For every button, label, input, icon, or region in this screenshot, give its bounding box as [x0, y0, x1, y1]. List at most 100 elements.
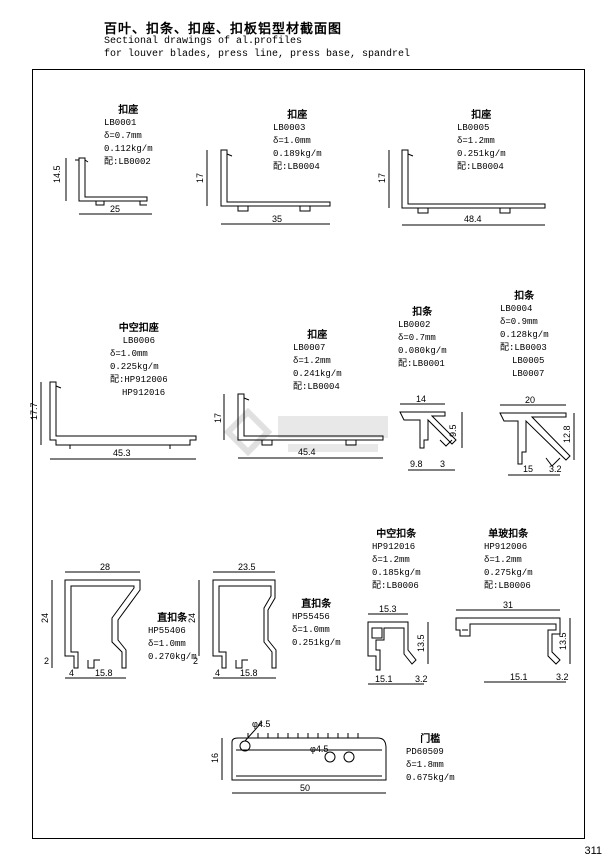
profile-weight: 0.080kg/m — [398, 346, 447, 356]
drawing-hp55456: 23.5 24 2 4 15.8 — [187, 562, 277, 679]
profile-thickness: δ=0.7mm — [104, 131, 142, 141]
profile-weight: 0.241kg/m — [293, 369, 342, 379]
profile-thickness: δ=1.0mm — [273, 136, 311, 146]
title-chinese: 百叶、扣条、扣座、扣板铝型材截面图 — [104, 22, 343, 37]
profile-thickness: δ=1.2mm — [372, 555, 410, 565]
profile-name: 直扣条 — [301, 599, 332, 610]
profile-match: 配:LB0006 — [372, 581, 419, 591]
label-lb0004: 扣条 LB0004 δ=0.9mm 0.128kg/m 配:LB0003 LB0… — [500, 290, 549, 381]
drawing-lb0007: 17 45.4 — [213, 393, 384, 459]
drawing-lb0001: 14.5 25 — [52, 157, 152, 215]
dim-lb0007-height: 17 — [213, 413, 223, 423]
dim-lb0002-b: 3 — [440, 459, 445, 469]
profile-code: HP55456 — [292, 612, 330, 622]
dim-hp55456-width: 23.5 — [238, 562, 256, 572]
dim-lb0001-width: 25 — [110, 204, 120, 214]
profile-name: 扣座 — [307, 330, 328, 341]
dim-pd60509-hole-2: φ4.5 — [310, 744, 328, 754]
profile-weight: 0.275kg/m — [484, 568, 533, 578]
dim-hp55406-height: 24 — [40, 613, 50, 623]
profile-name: 中空扣条 — [376, 529, 417, 540]
profile-code: LB0003 — [273, 123, 306, 133]
dim-lb0003-width: 35 — [272, 214, 282, 224]
profile-thickness: δ=0.9mm — [500, 317, 538, 327]
profile-match-2: HP912016 — [122, 388, 166, 398]
dim-lb0007-width: 45.4 — [298, 447, 316, 457]
profile-thickness: δ=1.0mm — [110, 349, 148, 359]
profile-name: 扣座 — [287, 110, 308, 121]
profile-match: 配:LB0003 — [500, 343, 547, 353]
label-lb0006: 中空扣座 LB0006 δ=1.0mm 0.225kg/m 配:HP912006… — [110, 322, 168, 400]
drawing-lb0005: 17 48.4 — [377, 149, 546, 226]
dim-hp55406-lip: 2 — [44, 656, 49, 666]
label-hp912006: 单玻扣条 HP912006 δ=1.2mm 0.275kg/m 配:LB0006 — [484, 528, 533, 593]
dim-lb0004-a: 15 — [523, 464, 533, 474]
watermark-logo — [223, 407, 388, 457]
profile-name: 扣座 — [471, 110, 492, 121]
profile-weight: 0.270kg/m — [148, 652, 197, 662]
profile-weight: 0.189kg/m — [273, 149, 322, 159]
dim-hp55406-width: 28 — [100, 562, 110, 572]
dim-hp55456-b: 15.8 — [240, 668, 258, 678]
dim-hp912006-width: 31 — [503, 600, 513, 610]
title-english-line-1: Sectional drawings of al.profiles — [104, 36, 303, 47]
dim-hp912006-b: 3.2 — [556, 672, 569, 682]
profile-name: 中空扣座 — [118, 323, 159, 334]
dim-hp912006-height: 13.5 — [558, 632, 568, 650]
profile-thickness: δ=1.2mm — [293, 356, 331, 366]
profile-code: HP912006 — [484, 542, 528, 552]
profile-match: 配:LB0004 — [293, 382, 340, 392]
dim-lb0006-width: 45.3 — [113, 448, 131, 458]
label-hp55456: 直扣条 HP55456 δ=1.0mm 0.251kg/m — [292, 598, 341, 650]
dim-line — [244, 721, 263, 742]
profile-weight: 0.128kg/m — [500, 330, 549, 340]
dim-lb0004-b: 3.2 — [549, 464, 562, 474]
dim-lb0005-width: 48.4 — [464, 214, 482, 224]
profile-code: HP912016 — [372, 542, 416, 552]
drawing-lb0004: 20 12.8 15 3.2 — [499, 395, 575, 476]
profile-thickness: δ=0.7mm — [398, 333, 436, 343]
profile-weight: 0.675kg/m — [406, 773, 455, 783]
profile-code: LB0004 — [500, 304, 533, 314]
dim-lb0003-height: 17 — [195, 173, 205, 183]
dim-lb0005-height: 17 — [377, 173, 387, 183]
profile-thickness: δ=1.0mm — [292, 625, 330, 635]
label-lb0005: 扣座 LB0005 δ=1.2mm 0.251kg/m 配:LB0004 — [457, 109, 506, 174]
dim-lb0002-a: 9.8 — [410, 459, 423, 469]
profile-thickness: δ=1.2mm — [457, 136, 495, 146]
dim-pd60509-width: 50 — [300, 783, 310, 793]
dim-lb0006-height: 17.7 — [29, 402, 39, 420]
dim-hp55406-a: 4 — [69, 668, 74, 678]
drawing-lb0003: 17 35 — [195, 149, 331, 225]
title-english-line-2: for louver blades, press line, press bas… — [104, 49, 411, 60]
label-pd60509: 门槛 PD60509 δ=1.8mm 0.675kg/m — [406, 733, 455, 785]
drawing-frame — [32, 69, 585, 839]
drawing-lb0002: 14 9.5 9.8 3 — [399, 394, 463, 471]
profile-match-3: LB0007 — [512, 369, 545, 379]
dim-lb0002-width: 14 — [416, 394, 426, 404]
drawing-hp912016: 15.3 13.5 15.1 3.2 — [367, 604, 429, 685]
profile-weight: 0.112kg/m — [104, 144, 153, 154]
dim-lb0002-height: 9.5 — [448, 424, 458, 437]
dim-hp912016-height: 13.5 — [416, 634, 426, 652]
profile-code: LB0006 — [122, 336, 155, 346]
profile-code: LB0002 — [398, 320, 431, 330]
profile-name: 单玻扣条 — [488, 529, 529, 540]
profile-match: 配:HP912006 — [110, 375, 168, 385]
dim-lb0001-height: 14.5 — [52, 165, 62, 183]
profile-match-2: LB0005 — [512, 356, 545, 366]
profile-match: 配:LB0006 — [484, 581, 531, 591]
drawing-lb0006: 17.7 45.3 — [29, 381, 197, 460]
profile-name: 直扣条 — [157, 613, 188, 624]
dim-lb0004-height: 12.8 — [562, 425, 572, 443]
profile-code: PD60509 — [406, 747, 444, 757]
dim-hp55406-b: 15.8 — [95, 668, 113, 678]
dim-pd60509-height: 16 — [210, 753, 220, 763]
profile-weight: 0.225kg/m — [110, 362, 159, 372]
dim-pd60509-hole-1: φ4.5 — [252, 719, 270, 729]
profile-match: 配:LB0004 — [457, 162, 504, 172]
drawing-pd60509: φ4.5 φ4.5 16 50 — [210, 719, 387, 794]
profile-match: 配:LB0002 — [104, 157, 151, 167]
profile-thickness: δ=1.0mm — [148, 639, 186, 649]
profile-match: 配:LB0004 — [273, 162, 320, 172]
